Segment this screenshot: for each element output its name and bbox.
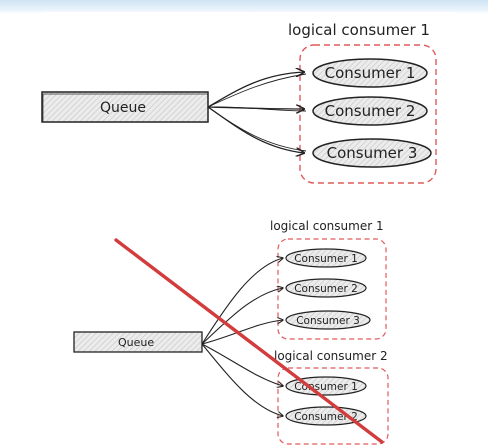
group-2-title: logical consumer 2 — [274, 349, 388, 363]
arrow-g2-consumer-1 — [201, 343, 283, 386]
queue-box — [73, 331, 203, 353]
arrow-to-consumer-1 — [207, 72, 304, 108]
g1-consumer-3-label: Consumer 3 — [296, 315, 360, 327]
consumer-3-label: Consumer 3 — [327, 144, 418, 162]
consumer-1-label: Consumer 1 — [325, 64, 416, 82]
logical-consumer-group-box — [299, 44, 437, 184]
arrow-g1-consumer-1 — [201, 258, 283, 345]
g2-consumer-1-node — [285, 376, 367, 396]
g1-consumer-1-label: Consumer 1 — [294, 253, 358, 265]
g2-consumer-2-node — [285, 406, 367, 426]
logical-consumer-2-group-box — [277, 367, 389, 445]
consumer-1-node — [312, 58, 428, 88]
consumer-2-node — [312, 96, 428, 126]
arrow-g1-consumer-2 — [201, 288, 283, 345]
top-diagram-panel: logical consumer 1 Queue Consumer 1 Cons… — [41, 12, 456, 187]
bottom-diagram-panel: logical consumer 1 logical consumer 2 Qu… — [68, 208, 410, 447]
consumer-3-node — [312, 138, 432, 168]
queue-label: Queue — [118, 336, 154, 349]
g1-consumer-3-node — [285, 310, 371, 330]
top-gradient-band — [0, 0, 488, 14]
g1-consumer-1-node — [285, 248, 367, 268]
arrow-g1-consumer-3 — [201, 320, 283, 345]
top-diagram-svg: logical consumer 1 Queue Consumer 1 Cons… — [41, 21, 437, 184]
queue-label: Queue — [100, 100, 146, 116]
g1-consumer-2-label: Consumer 2 — [294, 283, 358, 295]
arrow-to-consumer-3 — [207, 106, 304, 153]
group-title: logical consumer 1 — [288, 21, 430, 39]
g1-consumer-2-node — [285, 278, 367, 298]
arrow-g2-consumer-2 — [201, 343, 283, 416]
g2-consumer-2-label: Consumer 2 — [294, 411, 358, 423]
bottom-diagram-svg: logical consumer 1 logical consumer 2 Qu… — [73, 219, 389, 445]
group-1-title: logical consumer 1 — [270, 219, 384, 233]
red-strike-line — [114, 238, 384, 444]
consumer-2-label: Consumer 2 — [325, 102, 416, 120]
g2-consumer-1-label: Consumer 1 — [294, 381, 358, 393]
